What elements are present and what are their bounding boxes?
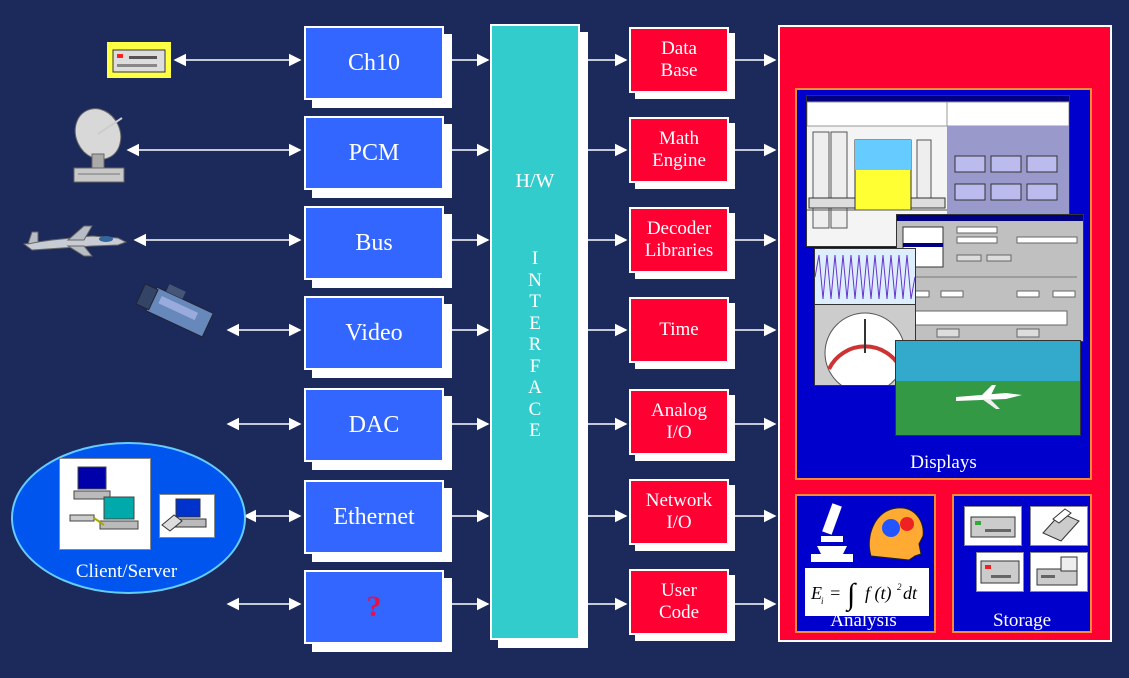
removable-drive-icon xyxy=(1030,552,1088,592)
video-camera-icon xyxy=(135,283,214,338)
interface-letter: T xyxy=(529,291,541,312)
hw-label: H/W xyxy=(515,170,555,192)
interface-letter: F xyxy=(529,355,541,377)
time-line1: Time xyxy=(659,319,699,340)
parameter-window-screenshot xyxy=(896,214,1084,342)
unknown-input-label: ? xyxy=(366,590,382,623)
interface-letter: N xyxy=(528,269,542,291)
jet-aircraft-icon xyxy=(22,225,128,257)
analog-io-line2: I/O xyxy=(666,422,692,443)
aircraft-3d-view-screenshot xyxy=(895,340,1081,436)
dac-box: DAC xyxy=(304,388,444,462)
svg-text:dt: dt xyxy=(903,583,918,603)
database-line2: Base xyxy=(660,60,698,81)
interface-letter: A xyxy=(528,377,542,398)
svg-text:i: i xyxy=(821,596,824,606)
user-code-line1: User xyxy=(661,580,697,601)
head-gears-icon xyxy=(868,507,924,561)
video-label: Video xyxy=(345,319,403,346)
ethernet-label: Ethernet xyxy=(333,503,415,530)
ch10-box: Ch10 xyxy=(304,26,444,100)
math-engine-line2: Engine xyxy=(652,150,706,171)
svg-text:2: 2 xyxy=(897,582,902,592)
hw-interface-column: H/W I N T E R F A C E xyxy=(490,24,580,640)
printer-icon xyxy=(1030,506,1088,546)
svg-text:E: E xyxy=(810,583,822,603)
pcm-box: PCM xyxy=(304,116,444,190)
microscope-icon xyxy=(811,503,853,562)
svg-text:f (t): f (t) xyxy=(865,583,892,604)
integral-formula: E i = ∫ f (t) 2 dt xyxy=(805,568,929,616)
network-io-line1: Network xyxy=(645,490,713,511)
decoder-libraries-line1: Decoder xyxy=(646,218,712,239)
svg-text:∫: ∫ xyxy=(845,578,857,613)
unknown-input-box: ? xyxy=(304,570,444,644)
database-line1: Data xyxy=(661,38,697,59)
ethernet-box: Ethernet xyxy=(304,480,444,554)
client-server-label: Client/Server xyxy=(75,561,178,582)
tape-drive-icon xyxy=(976,552,1024,592)
analog-io-line1: Analog xyxy=(651,400,707,421)
recorder-icon xyxy=(107,42,171,78)
decoder-libraries-line2: Libraries xyxy=(644,240,714,261)
interface-letter: I xyxy=(531,248,539,269)
displays-label: Displays xyxy=(910,452,977,473)
analysis-panel: E i = ∫ f (t) 2 dt xyxy=(795,494,936,633)
svg-text:=: = xyxy=(829,583,841,603)
math-engine-line1: Math xyxy=(658,128,700,149)
interface-letter: R xyxy=(528,334,542,355)
network-io-line2: I/O xyxy=(666,512,692,533)
interface-letter: C xyxy=(528,398,542,420)
workstation-icon xyxy=(59,458,151,550)
waveform-screenshot xyxy=(814,248,916,306)
analysis-label: Analysis xyxy=(830,610,897,631)
dac-label: DAC xyxy=(348,411,400,438)
bus-label: Bus xyxy=(355,229,393,256)
interface-letter: E xyxy=(529,420,541,441)
pcm-label: PCM xyxy=(348,139,400,166)
satellite-antenna-icon xyxy=(73,108,125,183)
storage-label: Storage xyxy=(992,610,1052,631)
disk-drive-icon xyxy=(964,506,1022,546)
time-box: Time xyxy=(629,297,729,363)
network-computer-icon xyxy=(159,494,215,538)
interface-word: I N T E R F A C E xyxy=(492,248,578,442)
user-code-line2: Code xyxy=(658,602,700,623)
storage-panel xyxy=(952,494,1092,633)
interface-letter: E xyxy=(529,312,541,334)
bus-box: Bus xyxy=(304,206,444,280)
ch10-label: Ch10 xyxy=(347,49,400,76)
video-box: Video xyxy=(304,296,444,370)
